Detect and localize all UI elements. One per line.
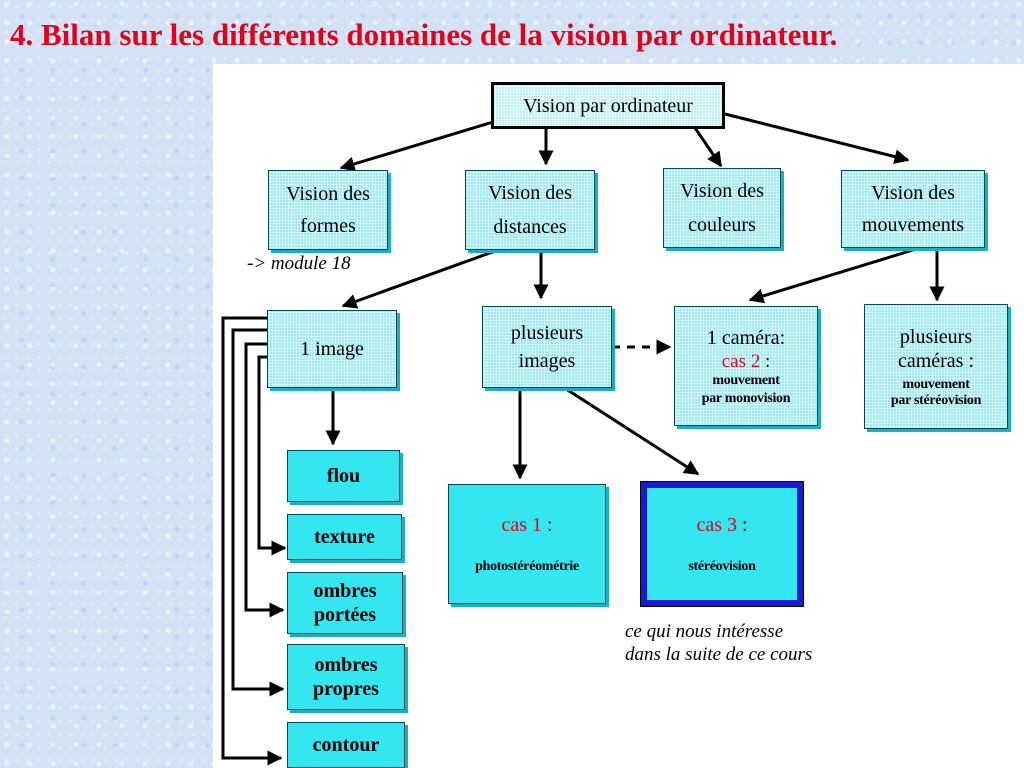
slide-title: 4. Bilan sur les différents domaines de … bbox=[10, 17, 838, 52]
cas3-suffix: : bbox=[736, 514, 748, 536]
domain-distances: Vision des distances bbox=[465, 170, 595, 250]
interest-note-line1: ce qui nous intéresse bbox=[625, 621, 784, 642]
technique-contour-label: contour bbox=[312, 734, 380, 756]
domain-couleurs: Vision des couleurs bbox=[663, 168, 781, 248]
cas3-method: stéréovision bbox=[688, 559, 756, 574]
diagram-arrows bbox=[221, 112, 945, 766]
technique-ombres-portees: ombres portées bbox=[287, 572, 403, 634]
ombres-portees-line2: portées bbox=[313, 604, 377, 626]
domain-distances-line1: Vision des bbox=[488, 182, 572, 204]
technique-contour: contour bbox=[287, 722, 405, 768]
one-camera-cas: cas 2 : bbox=[722, 350, 771, 373]
cas1-method: photostéréométrie bbox=[475, 559, 579, 574]
several-cameras-node: plusieurs caméras : mouvement par stéréo… bbox=[864, 304, 1008, 429]
domain-couleurs-line1: Vision des bbox=[680, 180, 764, 202]
one-image-label: 1 image bbox=[300, 338, 364, 360]
ombres-propres-line2: propres bbox=[313, 678, 379, 700]
arrow-plusieurs-cas3 bbox=[562, 385, 700, 476]
root-node: Vision par ordinateur bbox=[491, 82, 725, 129]
cas2-suffix: : bbox=[760, 350, 771, 372]
cas3-label: cas 3 bbox=[696, 514, 737, 536]
diagram-panel: Vision par ordinateur Vision des formes … bbox=[213, 64, 1024, 768]
cas1-heading: cas 1 : bbox=[501, 513, 552, 537]
arrow-root-couleurs bbox=[689, 121, 723, 168]
arrow-distances-1image bbox=[341, 248, 499, 309]
arrow-root-mouvements bbox=[724, 112, 910, 164]
one-camera-node: 1 caméra: cas 2 : mouvement par monovisi… bbox=[674, 306, 818, 426]
ombres-propres-line1: ombres bbox=[314, 654, 378, 676]
arrow-root-formes bbox=[339, 120, 494, 172]
several-cameras-line3: mouvement bbox=[902, 376, 970, 392]
ombres-portees-line1: ombres bbox=[313, 580, 377, 602]
technique-ombres-propres: ombres propres bbox=[287, 644, 405, 710]
arrow-bracket-texture bbox=[257, 355, 287, 556]
cas1-label: cas 1 bbox=[501, 514, 542, 536]
several-images-line2: images bbox=[518, 350, 576, 372]
technique-texture: texture bbox=[287, 514, 402, 560]
cas2-label: cas 2 bbox=[721, 350, 761, 372]
interest-note-line2: dans la suite de ce cours bbox=[625, 644, 813, 665]
arrow-bracket-contour bbox=[221, 316, 283, 766]
one-camera-line1: 1 caméra: bbox=[706, 326, 786, 349]
module-note: -> module 18 bbox=[247, 253, 351, 274]
technique-flou: flou bbox=[287, 450, 400, 502]
several-cameras-line1: plusieurs bbox=[899, 325, 973, 348]
several-images-node: plusieurs images bbox=[482, 306, 612, 388]
root-label: Vision par ordinateur bbox=[523, 94, 693, 117]
several-images-line1: plusieurs bbox=[510, 322, 584, 344]
cas1-suffix: : bbox=[541, 514, 553, 536]
domain-mouvements: Vision des mouvements bbox=[841, 170, 985, 248]
one-camera-line4: par monovision bbox=[701, 390, 791, 406]
several-cameras-line4: par stéréovision bbox=[890, 392, 982, 408]
domain-distances-line2: distances bbox=[493, 216, 567, 238]
one-image-node: 1 image bbox=[267, 310, 397, 388]
cas3-heading: cas 3 : bbox=[696, 513, 747, 537]
domain-formes-line2: formes bbox=[300, 215, 356, 237]
domain-mouvements-line2: mouvements bbox=[861, 214, 965, 236]
arrow-mouvements-1camera bbox=[748, 248, 914, 304]
cas1-node: cas 1 : photostéréométrie bbox=[448, 484, 606, 604]
arrow-bracket-ombres-portees bbox=[244, 342, 285, 618]
domain-formes-line1: Vision des bbox=[286, 183, 370, 205]
technique-flou-label: flou bbox=[326, 465, 361, 487]
cas3-node: cas 3 : stéréovision bbox=[640, 481, 804, 607]
technique-texture-label: texture bbox=[314, 526, 375, 548]
interest-note: ce qui nous intéresse dans la suite de c… bbox=[625, 620, 812, 666]
several-cameras-line2: caméras : bbox=[897, 349, 975, 372]
domain-couleurs-line2: couleurs bbox=[688, 214, 756, 236]
one-camera-line3: mouvement bbox=[712, 372, 780, 388]
domain-formes: Vision des formes bbox=[268, 170, 388, 250]
domain-mouvements-line1: Vision des bbox=[871, 182, 955, 204]
arrow-bracket-ombres-propres bbox=[231, 328, 285, 697]
